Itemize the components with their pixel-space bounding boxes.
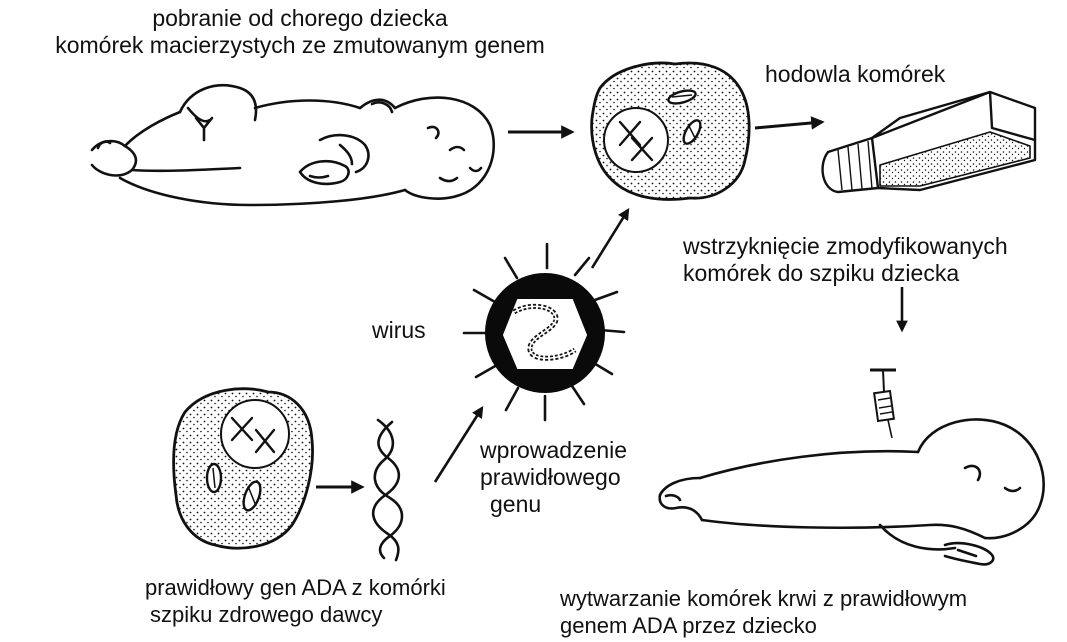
label-introduction-line-3: genu <box>480 491 627 518</box>
label-production-line-2: genem ADA przez dziecko <box>560 612 967 639</box>
virus-illustration <box>464 244 624 420</box>
dna-helix-icon <box>373 420 402 560</box>
label-introduction-line-1: wprowadzenie <box>480 437 627 464</box>
label-production-line-1: wytwarzanie komórek krwi z prawidłowym <box>560 585 967 612</box>
label-donor: prawidłowy gen ADA z komórki szpiku zdro… <box>145 574 446 628</box>
label-culture-text: hodowla komórek <box>765 61 945 88</box>
label-production: wytwarzanie komórek krwi z prawidłowym g… <box>560 585 967 639</box>
sick-baby-illustration <box>92 85 494 205</box>
label-injection: wstrzyknięcie zmodyfikowanych komórek do… <box>683 233 1008 287</box>
label-virus-text: wirus <box>372 317 426 344</box>
arrow-virus-to-cell <box>592 210 628 268</box>
syringe-icon <box>870 370 896 438</box>
label-harvest-line-1: pobranie od chorego dziecka <box>5 5 595 32</box>
arrow-cell-to-culture <box>755 122 822 128</box>
label-injection-line-2: komórek do szpiku dziecka <box>683 260 1008 287</box>
label-donor-line-1: prawidłowy gen ADA z komórki <box>145 574 446 601</box>
donor-cell <box>174 389 313 548</box>
label-virus: wirus <box>372 317 426 344</box>
culture-flask-illustration <box>823 92 1035 192</box>
label-harvest: pobranie od chorego dziecka komórek maci… <box>5 5 595 59</box>
label-injection-line-1: wstrzyknięcie zmodyfikowanych <box>683 233 1008 260</box>
nucleus <box>221 400 289 468</box>
patient-stem-cell <box>592 63 750 199</box>
treated-baby-illustration <box>660 419 1044 564</box>
label-introduction-line-2: prawidłowego <box>480 464 627 491</box>
label-culture: hodowla komórek <box>765 61 945 88</box>
label-harvest-line-2: komórek macierzystych ze zmutowanym gene… <box>5 32 595 59</box>
label-introduction: wprowadzenie prawidłowego genu <box>480 437 627 518</box>
label-donor-line-2: szpiku zdrowego dawcy <box>145 601 446 628</box>
arrow-dna-to-virus <box>435 408 482 482</box>
